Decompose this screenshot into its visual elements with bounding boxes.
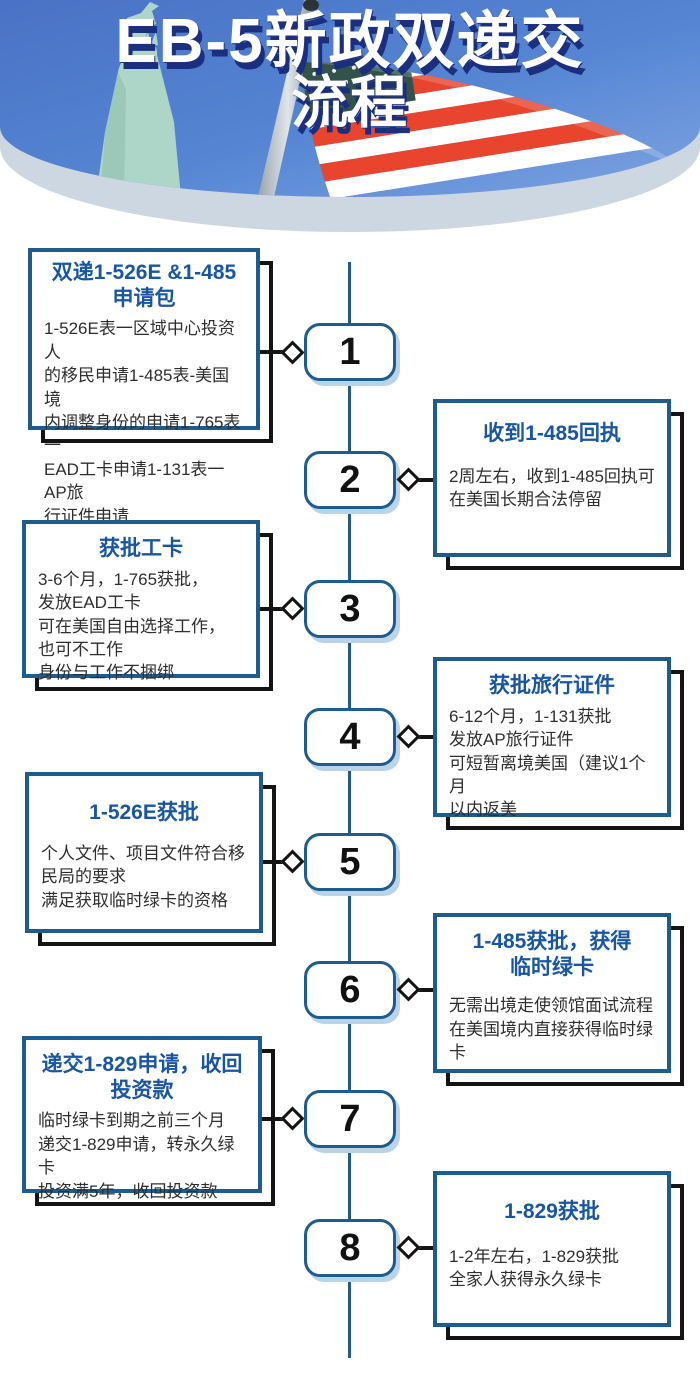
step-card: 获批旅行证件 6-12个月，1-131获批 发放AP旅行证件 可短暂离境美国（建… (433, 657, 671, 819)
connector-line (410, 988, 433, 992)
step-number-badge: 7 (304, 1090, 396, 1148)
diamond-connector-icon (396, 724, 421, 749)
step-card: 获批工卡 3-6个月，1-765获批， 发放EAD工卡 可在美国自由选择工作， … (22, 520, 260, 682)
diamond-connector-icon (280, 340, 305, 365)
diamond-connector-icon (280, 596, 305, 621)
step-card-body: 2周左右，收到1-485回执可 在美国长期合法停留 (449, 466, 655, 510)
step-card-body: 个人文件、项目文件符合移 民局的要求 满足获取临时绿卡的资格 (41, 843, 245, 910)
step-number-badge: 5 (304, 833, 396, 891)
connector-line (410, 735, 433, 739)
connector-line (410, 1246, 433, 1250)
step-card: 收到1-485回执 2周左右，收到1-485回执可 在美国长期合法停留 (433, 399, 671, 557)
step-card-title: 1-485获批，获得 临时绿卡 (472, 930, 632, 979)
page-title-line1: EB-5新政双递交 (115, 7, 585, 76)
connector-line (262, 1117, 290, 1121)
step-card-body: 3-6个月，1-765获批， 发放EAD工卡 可在美国自由选择工作， 也可不工作… (38, 569, 225, 683)
step-card-title: 1-829获批 (504, 1200, 600, 1223)
step-card-body: 临时绿卡到期之前三个月 递交1-829申请，转永久绿卡 投资满5年，收回投资款 (38, 1111, 235, 1201)
step-card-title: 双递1-526E &1-485 申请包 (51, 261, 237, 310)
diamond-connector-icon (396, 467, 421, 492)
step-card-body: 1-2年左右，1-829获批 全家人获得永久绿卡 (449, 1246, 620, 1290)
step-card: 递交1-829申请，收回 投资款 临时绿卡到期之前三个月 递交1-829申请，转… (22, 1036, 262, 1201)
step-number-badge: 1 (304, 323, 396, 381)
step-card-body: 6-12个月，1-131获批 发放AP旅行证件 可短暂离境美国（建议1个月 以内… (449, 706, 646, 820)
step-card-body: 无需出境走使领馆面试流程 在美国境内直接获得临时绿卡 (449, 996, 653, 1063)
diamond-connector-icon (280, 849, 305, 874)
diamond-connector-icon (396, 977, 421, 1002)
step-card: 1-485获批，获得 临时绿卡 无需出境走使领馆面试流程 在美国境内直接获得临时… (433, 913, 671, 1073)
diamond-connector-icon (280, 1106, 305, 1131)
timeline-line (348, 262, 351, 1358)
step-number-badge: 6 (304, 961, 396, 1019)
step-card-title: 收到1-485回执 (483, 422, 621, 445)
step-number-badge: 2 (304, 451, 396, 509)
connector-line (260, 607, 290, 611)
diamond-connector-icon (396, 1235, 421, 1260)
page-title: EB-5新政双递交 流程 (0, 7, 700, 136)
step-card: 1-526E获批 个人文件、项目文件符合移 民局的要求 满足获取临时绿卡的资格 (25, 772, 263, 933)
header-photo-art (0, 0, 700, 197)
step-number-badge: 4 (304, 708, 396, 766)
step-card-title: 获批旅行证件 (489, 674, 615, 697)
connector-line (410, 478, 433, 482)
step-card-title: 递交1-829申请，收回 投资款 (41, 1053, 243, 1102)
connector-line (263, 860, 290, 864)
page-title-line2: 流程 (291, 71, 409, 136)
connector-line (260, 350, 290, 354)
step-card: 双递1-526E &1-485 申请包 1-526E表一区域中心投资人 的移民申… (28, 248, 260, 526)
step-number-badge: 8 (304, 1219, 396, 1277)
step-card-body: 1-526E表一区域中心投资人 的移民申请1-485表-美国境 内调整身份的申请… (44, 319, 241, 526)
step-card-title: 获批工卡 (99, 537, 183, 560)
step-card: 1-829获批 1-2年左右，1-829获批 全家人获得永久绿卡 (433, 1171, 671, 1327)
statue-of-liberty-icon (96, 2, 181, 197)
step-number-badge: 3 (304, 580, 396, 638)
flagpole-icon (258, 0, 319, 197)
header-photo (0, 0, 700, 197)
step-card-title: 1-526E获批 (89, 801, 199, 824)
